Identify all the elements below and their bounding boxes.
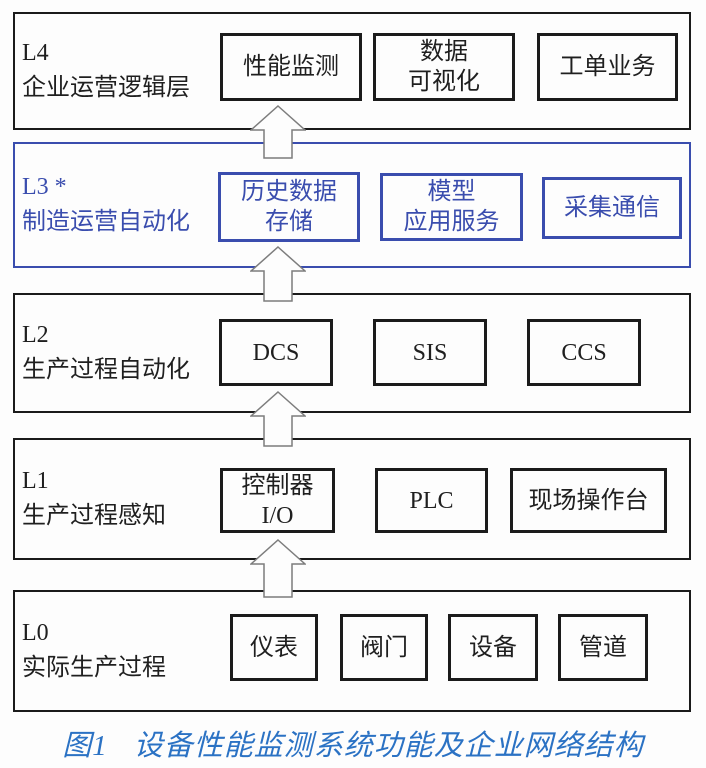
box-label-line: 管道 xyxy=(579,634,627,661)
box-instrument: 仪表 xyxy=(230,614,318,681)
caption-title: 设备性能监测系统功能及企业网络结构 xyxy=(133,730,644,762)
layer-l0: L0 实际生产过程 仪表 阀门 设备 管道 xyxy=(13,590,691,712)
up-arrow-icon xyxy=(250,246,306,302)
layer-l3: L3 * 制造运营自动化 历史数据 存储 模型 应用服务 采集通信 xyxy=(13,142,691,268)
layer-l2: L2 生产过程自动化 DCS SIS CCS xyxy=(13,293,691,413)
box-ccs: CCS xyxy=(527,319,641,386)
box-plc: PLC xyxy=(375,468,488,533)
caption-number: 图1 xyxy=(62,730,108,762)
box-label-line: 阀门 xyxy=(360,634,408,661)
layer-l4-name: 企业运营逻辑层 xyxy=(22,75,190,101)
box-label-line: 数据 xyxy=(420,39,468,65)
box-label-line: 仪表 xyxy=(250,634,298,661)
box-model-app-service: 模型 应用服务 xyxy=(380,173,523,241)
up-arrow-icon xyxy=(250,391,306,447)
box-valve: 阀门 xyxy=(340,614,428,681)
layer-l4: L4 企业运营逻辑层 性能监测 数据 可视化 工单业务 xyxy=(13,12,691,130)
box-sis: SIS xyxy=(373,319,487,386)
layer-l1-level: L1 xyxy=(22,468,49,494)
box-label-line: 模型 xyxy=(427,179,476,205)
layer-l2-label: L2 生产过程自动化 xyxy=(22,318,190,388)
box-label-line: 存储 xyxy=(265,209,313,235)
layer-l3-level: L3 * xyxy=(22,174,67,200)
box-label-line: 可视化 xyxy=(408,69,480,95)
layer-l3-name: 制造运营自动化 xyxy=(22,209,190,235)
box-label-line: 设备 xyxy=(469,634,517,661)
box-dcs: DCS xyxy=(219,319,333,386)
layer-l1-label: L1 生产过程感知 xyxy=(22,464,166,534)
layer-l3-label: L3 * 制造运营自动化 xyxy=(22,170,190,240)
box-label-line: 历史数据 xyxy=(241,179,337,205)
box-label-line: SIS xyxy=(412,339,448,366)
layer-l2-name: 生产过程自动化 xyxy=(22,357,190,383)
layer-l1-name: 生产过程感知 xyxy=(22,503,166,529)
layer-l2-level: L2 xyxy=(22,322,49,348)
box-acquisition-communication: 采集通信 xyxy=(542,177,682,239)
layer-l0-level: L0 xyxy=(22,620,49,646)
up-arrow-icon xyxy=(250,105,306,159)
layer-l4-level: L4 xyxy=(22,40,49,66)
box-data-visualization: 数据 可视化 xyxy=(373,33,515,101)
box-label-line: 采集通信 xyxy=(564,195,660,221)
box-label-line: DCS xyxy=(252,339,300,366)
layer-l1: L1 生产过程感知 控制器 I/O PLC 现场操作台 xyxy=(13,438,691,560)
box-work-order: 工单业务 xyxy=(537,33,678,101)
box-label-line: 性能监测 xyxy=(243,54,339,80)
up-arrow-icon xyxy=(250,539,306,598)
figure-caption: 图1 设备性能监测系统功能及企业网络结构 xyxy=(0,722,706,764)
box-history-data-storage: 历史数据 存储 xyxy=(218,172,360,242)
box-performance-monitoring: 性能监测 xyxy=(220,33,362,101)
layer-l0-name: 实际生产过程 xyxy=(22,655,166,681)
box-label-line: 现场操作台 xyxy=(528,487,649,514)
layer-l4-label: L4 企业运营逻辑层 xyxy=(22,36,190,106)
box-equipment: 设备 xyxy=(448,614,538,681)
box-label-line: I/O xyxy=(261,502,294,529)
box-label-line: 应用服务 xyxy=(403,209,500,235)
box-field-console: 现场操作台 xyxy=(510,468,667,533)
box-controller-io: 控制器 I/O xyxy=(220,468,335,533)
box-pipeline: 管道 xyxy=(558,614,648,681)
box-label-line: 控制器 xyxy=(241,472,314,499)
box-label-line: CCS xyxy=(561,339,607,366)
layer-l0-label: L0 实际生产过程 xyxy=(22,616,166,686)
box-label-line: 工单业务 xyxy=(559,54,656,80)
box-label-line: PLC xyxy=(409,487,454,514)
